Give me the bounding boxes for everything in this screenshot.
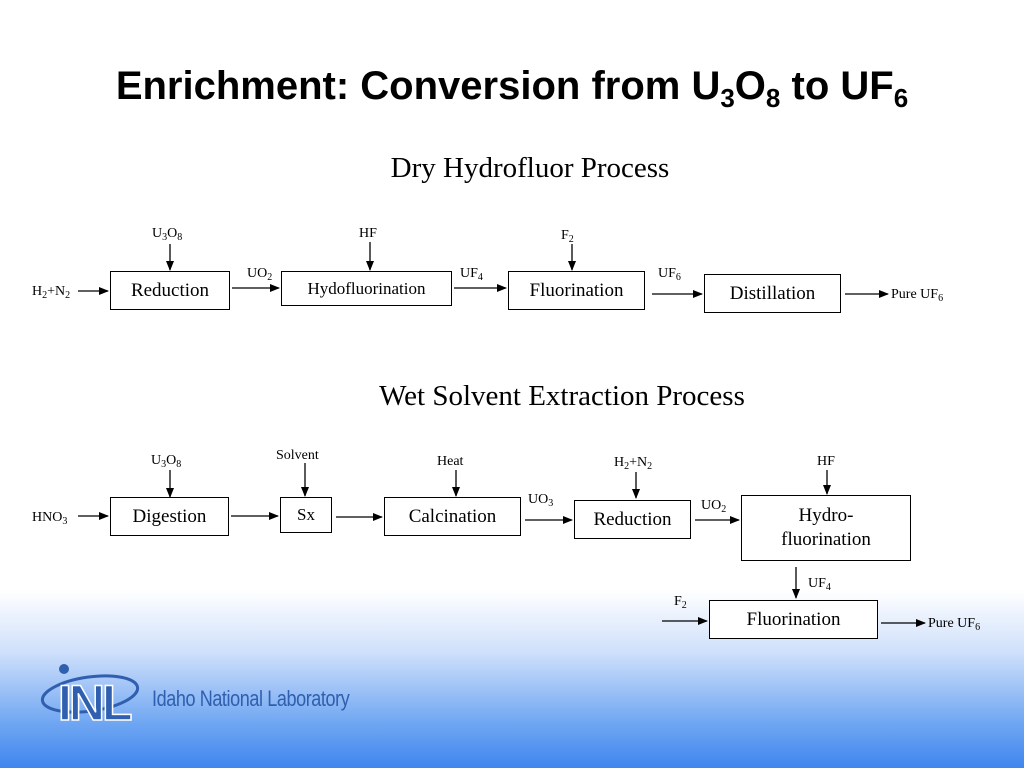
wet-label-hf: HF	[817, 454, 835, 469]
dry-label-uo2: UO2	[247, 266, 273, 283]
lab-name: Idaho National Laboratory	[152, 686, 350, 711]
wet-label-hno3: HNO3	[32, 510, 68, 527]
wet-label-h2n2: H2+N2	[614, 455, 653, 472]
inl-logo-icon: INL	[40, 664, 140, 730]
wet-label-uo2: UO2	[701, 498, 727, 515]
dry-label-u3o8: U3O8	[152, 226, 183, 243]
wet-label-uf4: UF4	[808, 576, 831, 593]
wet-process-heading: Wet Solvent Extraction Process	[379, 380, 745, 412]
wet-label-pure-uf6: Pure UF6	[928, 616, 981, 633]
dry-hydrofluorination-box: Hydofluorination	[281, 271, 452, 306]
dry-label-uf6: UF6	[658, 266, 681, 283]
wet-digestion-box: Digestion	[110, 497, 229, 536]
wet-fluorination-box: Fluorination	[709, 600, 878, 639]
wet-reduction-box: Reduction	[574, 500, 691, 539]
dry-label-uf4: UF4	[460, 266, 483, 283]
wet-label-f2: F2	[674, 594, 687, 611]
slide-title: Enrichment: Conversion from U3O8 to UF6	[115, 64, 909, 113]
dry-label-h2n2: H2+N2	[32, 284, 71, 301]
dry-label-pure-uf6: Pure UF6	[891, 287, 944, 304]
wet-label-solvent: Solvent	[276, 448, 319, 463]
dry-fluorination-box: Fluorination	[508, 271, 645, 310]
dry-distillation-box: Distillation	[704, 274, 841, 313]
wet-hydrofluorination-box: Hydro- fluorination	[741, 495, 911, 561]
dry-label-hf: HF	[359, 226, 377, 241]
dry-reduction-box: Reduction	[110, 271, 230, 310]
wet-calcination-box: Calcination	[384, 497, 521, 536]
wet-sx-box: Sx	[280, 497, 332, 533]
wet-label-heat: Heat	[437, 454, 464, 469]
wet-label-uo3: UO3	[528, 492, 554, 509]
dry-label-f2: F2	[561, 228, 574, 245]
dry-process-heading: Dry Hydrofluor Process	[390, 152, 670, 184]
inl-logo-mark: INL	[58, 675, 131, 730]
wet-label-u3o8: U3O8	[151, 453, 182, 470]
